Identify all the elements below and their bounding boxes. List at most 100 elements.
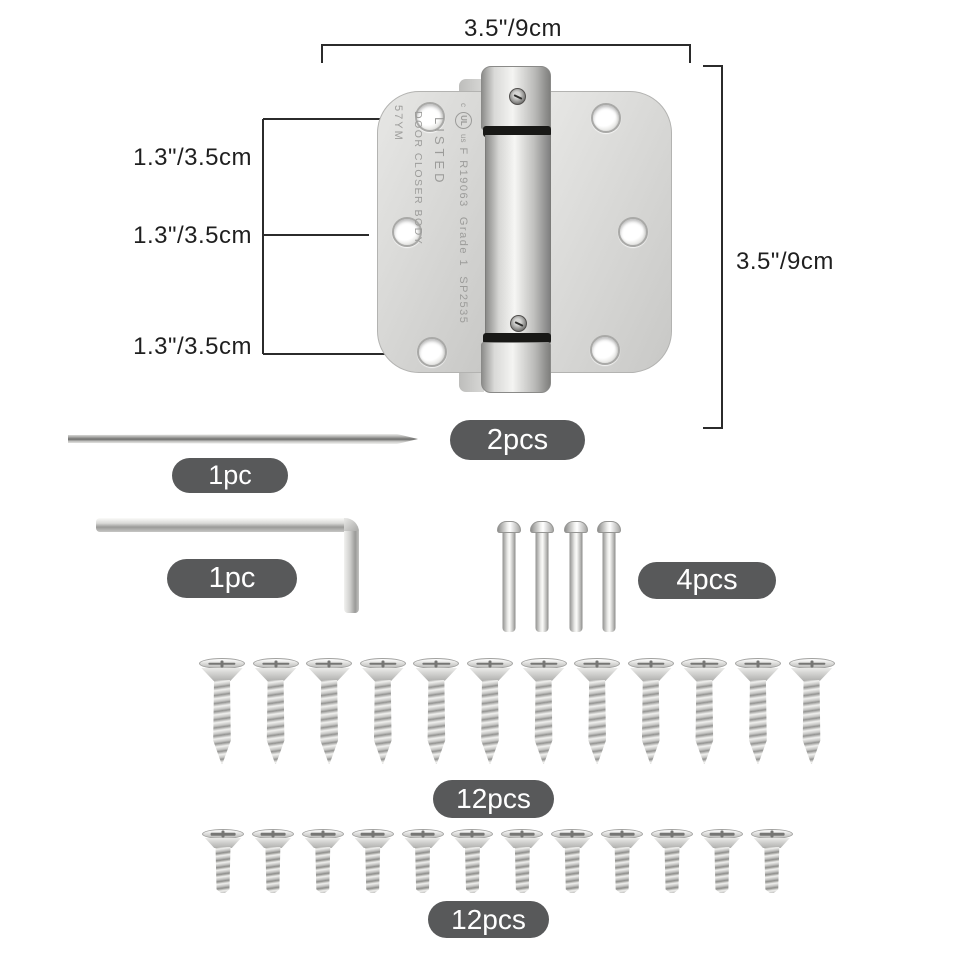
hinge-pin <box>530 521 555 633</box>
screw-hole <box>618 217 648 247</box>
short-screw <box>401 829 444 895</box>
ul-us-mark: us <box>459 134 468 143</box>
screw-countersink <box>576 668 618 681</box>
screw-threaded-shaft <box>564 847 580 893</box>
screw-threaded-shaft <box>266 680 285 764</box>
long-screw <box>627 656 674 766</box>
left-segment-1-dimension-label: 1.3"/3.5cm <box>133 144 252 171</box>
short-screw <box>251 829 294 895</box>
long-screw <box>466 656 513 766</box>
long-screw <box>359 656 406 766</box>
screw-countersink <box>362 668 404 681</box>
hinge-right-leaf <box>546 91 672 373</box>
screw-head <box>627 658 674 669</box>
screw-head <box>601 829 644 839</box>
long-screws-row <box>199 656 835 766</box>
long-screw <box>252 656 299 766</box>
screw-head <box>788 658 835 669</box>
short-screw <box>451 829 494 895</box>
pin-shaft <box>569 533 583 632</box>
listed-text: LISTED <box>432 117 447 187</box>
set-screw-bottom-icon <box>510 315 527 332</box>
left-segment-3-dimension-label: 1.3"/3.5cm <box>133 333 252 360</box>
screw-head <box>301 829 344 839</box>
long-screw <box>413 656 460 766</box>
screw-countersink <box>703 838 740 848</box>
screw-threaded-shaft <box>464 847 480 893</box>
screw-head <box>359 658 406 669</box>
screw-head <box>681 658 728 669</box>
screw-countersink <box>683 668 726 681</box>
screw-head <box>551 829 594 839</box>
tension-rod <box>68 434 418 444</box>
right-height-dimension-label: 3.5"/9cm <box>736 248 834 275</box>
screw-countersink <box>604 838 641 848</box>
screw-threaded-shaft <box>514 847 530 893</box>
screw-head <box>351 829 394 839</box>
screw-threaded-shaft <box>588 680 606 764</box>
long-screw <box>199 656 245 766</box>
short-screw <box>301 829 344 895</box>
long-screw <box>734 656 781 766</box>
screw-countersink <box>653 838 691 848</box>
screw-threaded-shaft <box>695 680 714 764</box>
screw-countersink <box>522 668 565 681</box>
model-code-text: 57YM <box>392 105 404 142</box>
short-screw <box>700 829 743 895</box>
pin-head <box>530 521 555 533</box>
screw-threaded-shaft <box>614 847 630 893</box>
screw-countersink <box>504 838 541 848</box>
spring-adjust-ring-top <box>483 126 551 137</box>
hex-key-corner <box>344 518 359 534</box>
left-segment-2-dimension-label: 1.3"/3.5cm <box>133 222 252 249</box>
screw-hole <box>417 337 447 367</box>
screw-threaded-shaft <box>213 680 231 764</box>
screw-countersink <box>415 668 458 681</box>
hinge-barrel <box>485 135 551 336</box>
quantity-badge-long-screws: 12pcs <box>433 780 554 818</box>
screw-countersink <box>304 838 341 848</box>
screw-threaded-shaft <box>802 680 821 764</box>
screw-countersink <box>254 838 291 848</box>
long-screw <box>574 656 621 766</box>
long-screw <box>306 656 353 766</box>
quantity-badge-short-screws: 12pcs <box>428 901 549 938</box>
long-screw <box>681 656 728 766</box>
screw-countersink <box>454 838 491 848</box>
screw-head <box>466 658 513 669</box>
screw-threaded-shaft <box>641 680 660 764</box>
screw-countersink <box>354 838 391 848</box>
screw-countersink <box>201 668 243 681</box>
screw-head <box>202 829 244 839</box>
ul-certification-stamp: c UL us F R19063 Grade 1 SP2535 LISTED D… <box>392 103 472 353</box>
screw-threaded-shaft <box>481 680 499 764</box>
screw-countersink <box>753 838 790 848</box>
pin-head <box>563 521 588 533</box>
screw-head <box>251 829 294 839</box>
screw-threaded-shaft <box>315 847 331 893</box>
screw-threaded-shaft <box>415 847 431 893</box>
pin-head <box>597 521 622 533</box>
screw-head <box>252 658 299 669</box>
spring-adjust-ring-bottom <box>483 333 551 344</box>
short-screw <box>651 829 694 895</box>
short-screw <box>202 829 244 895</box>
screw-head <box>750 829 793 839</box>
screw-head <box>700 829 743 839</box>
quantity-badge-hex-key: 1pc <box>167 559 297 598</box>
long-screw <box>788 656 835 766</box>
screw-threaded-shaft <box>534 680 553 764</box>
screw-head <box>574 658 621 669</box>
quantity-badge-hinge: 2pcs <box>450 420 585 460</box>
screw-countersink <box>404 838 441 848</box>
screw-countersink <box>254 668 297 681</box>
screw-threaded-shaft <box>664 847 680 893</box>
long-screw <box>520 656 567 766</box>
screw-threaded-shaft <box>373 680 392 764</box>
screw-countersink <box>308 668 350 681</box>
screw-threaded-shaft <box>764 847 780 893</box>
screw-threaded-shaft <box>714 847 730 893</box>
screw-head <box>306 658 353 669</box>
screw-countersink <box>469 668 511 681</box>
